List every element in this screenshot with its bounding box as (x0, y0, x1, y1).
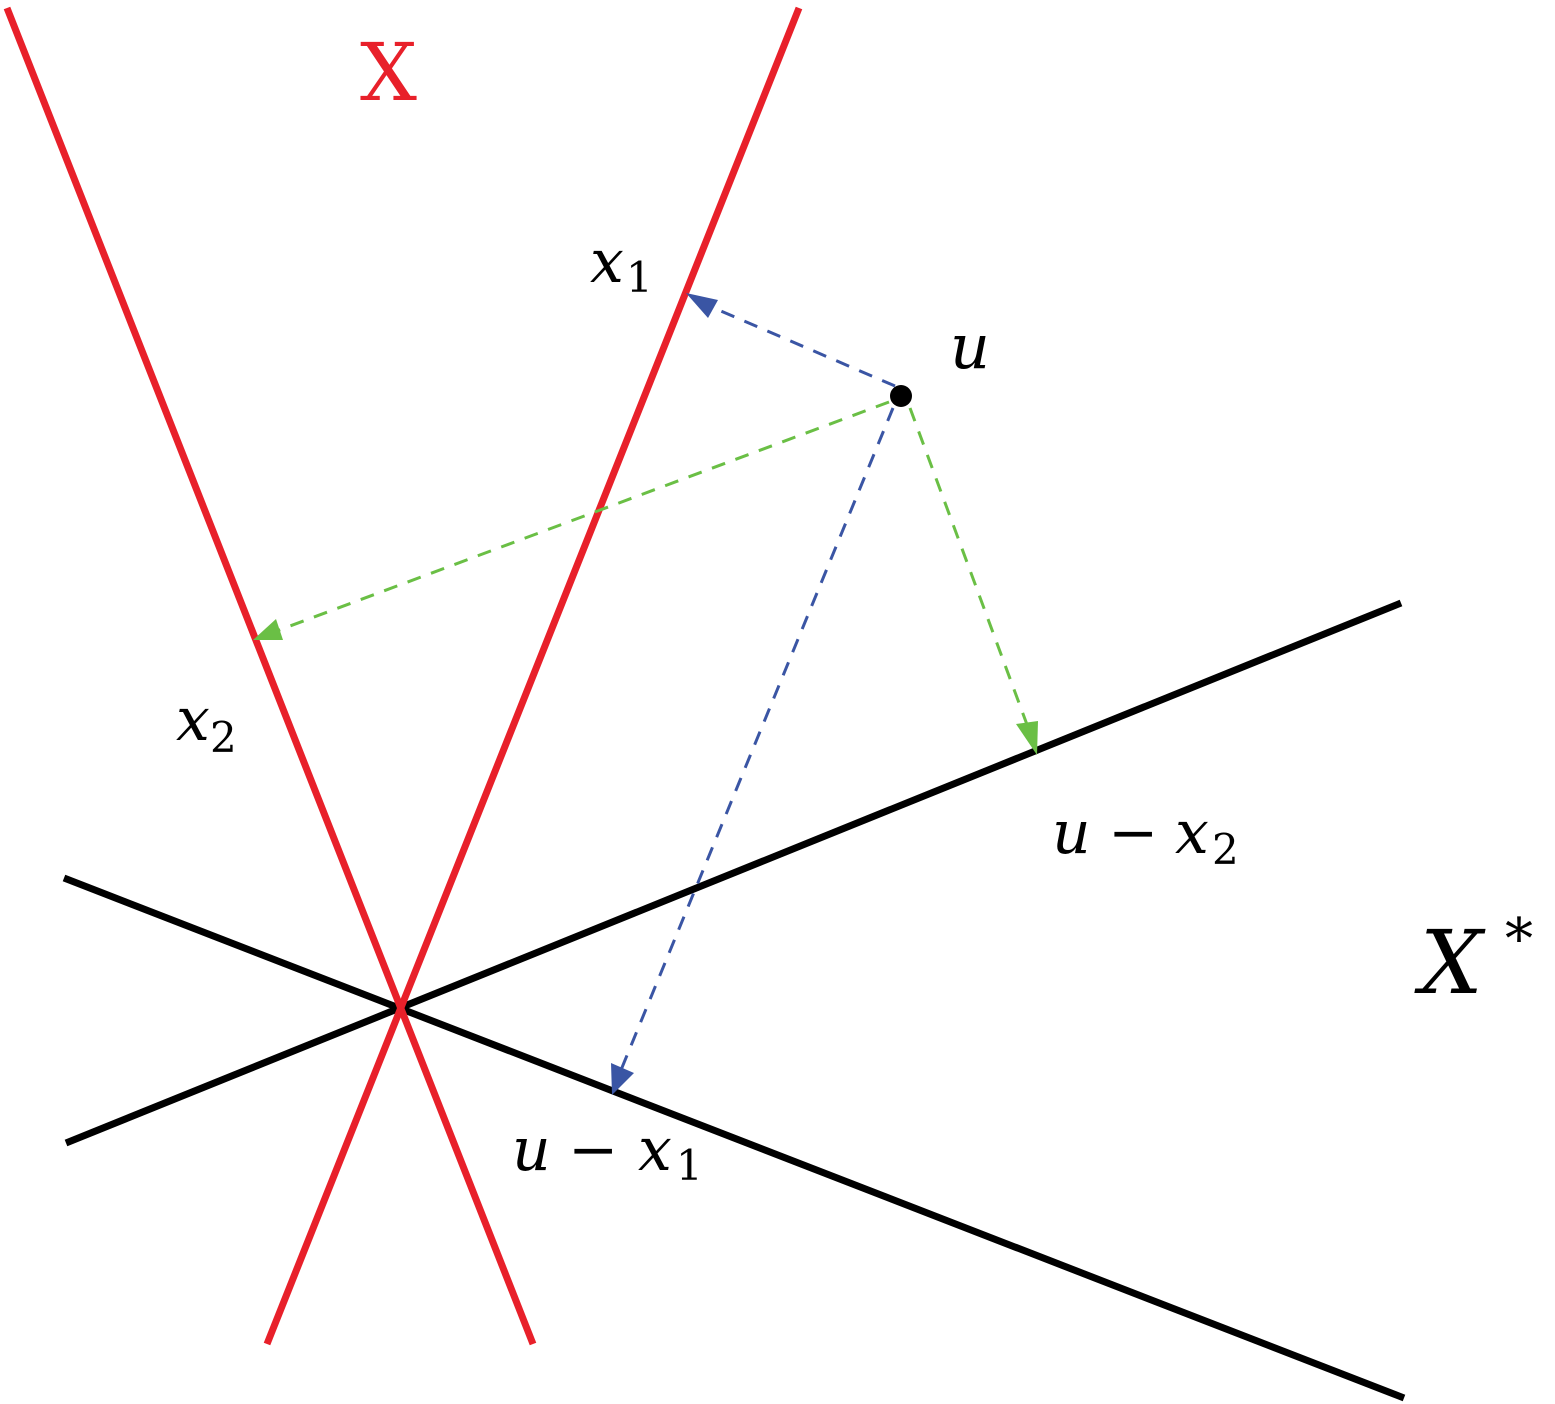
cone-x-star (62, 599, 1406, 1402)
arrow-u-to-u-minus-x2 (908, 407, 1038, 755)
label-point-u: u (950, 310, 990, 383)
label-cone-x-star: X * (1414, 907, 1533, 1014)
x-boundary-right (263, 6, 803, 1346)
label-x2: x 2 (176, 685, 237, 762)
svg-text:u: u (512, 1115, 551, 1185)
svg-text:−: − (568, 1115, 618, 1185)
svg-text:x: x (638, 1115, 672, 1185)
label-u-minus-x2: u − x 2 (1052, 798, 1239, 874)
arrow-u-to-x1 (686, 293, 896, 388)
svg-text:−: − (1108, 798, 1158, 868)
svg-text:*: * (1505, 907, 1533, 972)
x-star-boundary-lower (62, 874, 1406, 1402)
x-boundary-left (3, 6, 537, 1346)
label-cone-x: X (360, 26, 417, 119)
svg-text:x: x (1175, 798, 1209, 868)
cone-x (3, 6, 803, 1346)
point-u-marker (890, 385, 912, 407)
arrowhead-icon (253, 619, 283, 640)
svg-text:2: 2 (210, 713, 237, 762)
label-u-minus-x1: u − x 1 (512, 1115, 703, 1190)
arrowhead-icon (1016, 721, 1038, 755)
svg-text:1: 1 (676, 1141, 703, 1190)
arrow-u-to-x2 (253, 400, 890, 640)
arrowhead-icon (686, 293, 718, 318)
svg-text:u: u (1052, 798, 1091, 868)
svg-text:x: x (590, 227, 624, 297)
arrowhead-icon (611, 1063, 634, 1095)
arrow-u-to-u-minus-x1 (611, 407, 895, 1095)
svg-text:1: 1 (626, 253, 653, 302)
green-projection-arrows (253, 400, 1038, 755)
label-x1: x 1 (590, 227, 653, 302)
x-star-boundary-upper (64, 599, 1403, 1147)
svg-text:X: X (1414, 911, 1486, 1014)
blue-projection-arrows (611, 293, 896, 1095)
svg-text:x: x (176, 685, 210, 755)
svg-text:2: 2 (1212, 825, 1239, 874)
